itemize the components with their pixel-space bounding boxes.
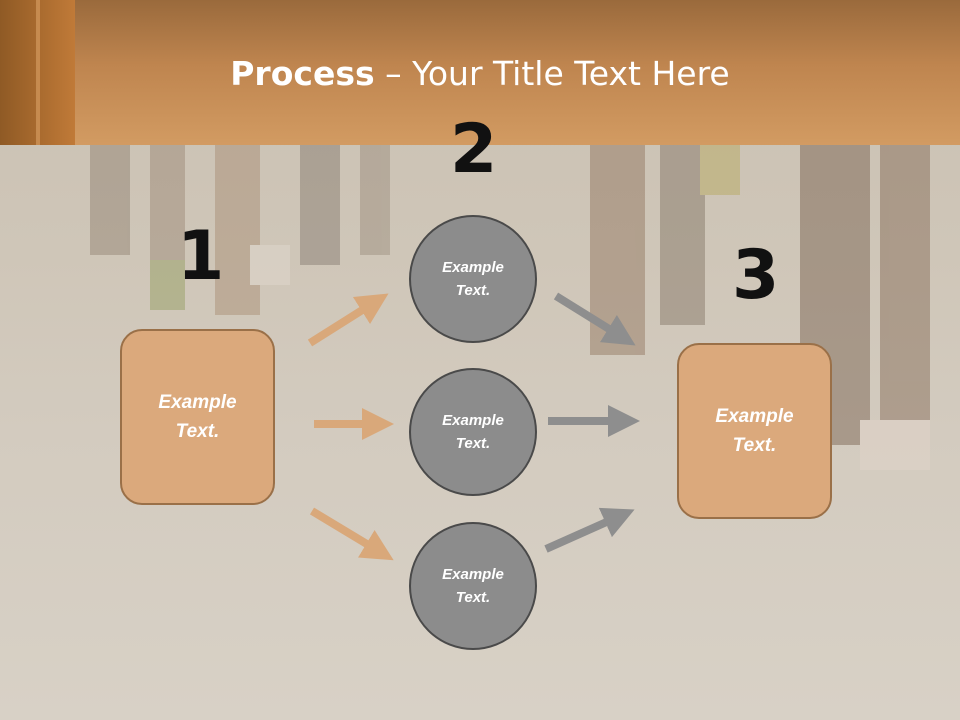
title-bar-accent (0, 0, 75, 145)
step-1-label: Example Text. (158, 392, 237, 442)
step-2-circle-center[interactable]: Example Text. (409, 368, 537, 496)
circle-bottom-label: Example Text. (442, 566, 504, 606)
title-bold: Process (230, 54, 375, 93)
step-1-box[interactable]: Example Text. (120, 329, 275, 505)
step-3-label: Example Text. (715, 406, 794, 456)
circle-top-label: Example Text. (442, 259, 504, 299)
arrow-box1-to-top (307, 293, 389, 347)
step-number-2: 2 (450, 110, 498, 189)
slide-title[interactable]: Process – Your Title Text Here (0, 52, 960, 96)
circle-center-label: Example Text. (442, 412, 504, 452)
title-rest: – Your Title Text Here (374, 54, 730, 93)
arrow-top-to-box3 (553, 292, 636, 346)
step-number-3: 3 (732, 236, 780, 315)
step-number-1: 1 (177, 217, 225, 296)
arrow-bottom-to-box3 (544, 507, 635, 553)
accent-line (36, 0, 40, 145)
title-bar (0, 0, 960, 145)
step-3-box[interactable]: Example Text. (677, 343, 832, 519)
arrow-box1-to-bottom (309, 507, 394, 561)
step-2-circle-bottom[interactable]: Example Text. (409, 522, 537, 650)
step-2-circle-top[interactable]: Example Text. (409, 215, 537, 343)
